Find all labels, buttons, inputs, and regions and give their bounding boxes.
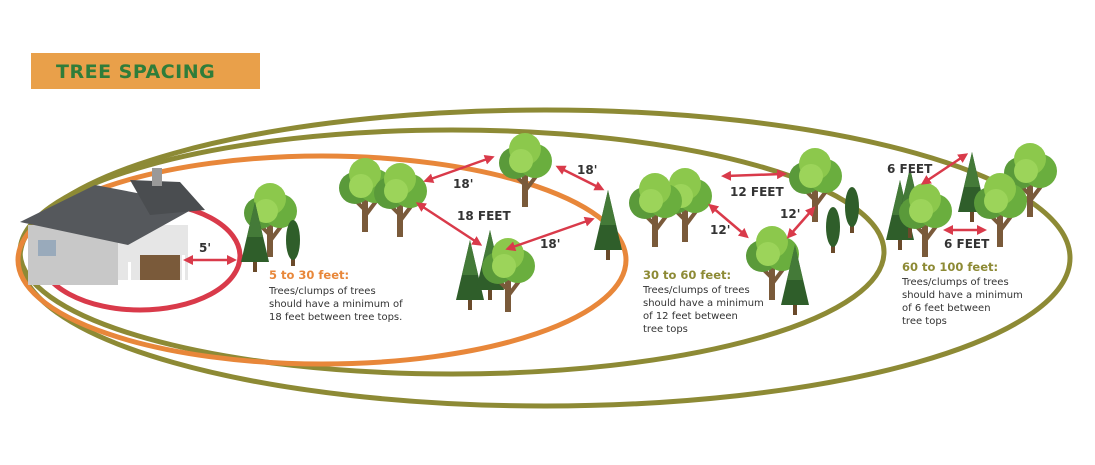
- zone2-description: 30 to 60 feet: Trees/clumps of trees sho…: [642, 268, 764, 335]
- zone2-line: Trees/clumps of trees: [642, 285, 750, 296]
- ring-30ft: [15, 153, 629, 367]
- zone1-line: 18 feet between tree tops.: [269, 312, 402, 323]
- zone3-heading: 60 to 100 feet:: [902, 260, 998, 274]
- arrow-z3-a: [920, 153, 969, 185]
- zone3-line: Trees/clumps of trees: [901, 277, 1009, 288]
- arrow-z1-d: [505, 216, 595, 252]
- label-z3-a: 6 FEET: [887, 162, 933, 176]
- label-z3-b: 6 FEET: [944, 237, 990, 251]
- label-z1-d: 18': [540, 237, 560, 251]
- zone1-line: should have a minimum of: [269, 299, 403, 310]
- zone1-line: Trees/clumps of trees: [268, 286, 376, 297]
- zone3-line: should have a minimum: [902, 290, 1023, 301]
- label-z1-c: 18 FEET: [457, 209, 511, 223]
- label-z1-b: 18': [577, 163, 597, 177]
- label-house-distance: 5': [199, 241, 211, 255]
- zone1-description: 5 to 30 feet: Trees/clumps of trees shou…: [268, 268, 403, 323]
- zone2-line: of 12 feet between: [643, 311, 738, 322]
- arrow-z1-c: [415, 202, 483, 246]
- label-z1-a: 18': [453, 177, 473, 191]
- zone2-line: tree tops: [643, 324, 688, 335]
- zone1-heading: 5 to 30 feet:: [269, 268, 349, 282]
- zone3-line: tree tops: [902, 316, 947, 327]
- zone2-heading: 30 to 60 feet:: [643, 268, 731, 282]
- zone3-description: 60 to 100 feet: Trees/clumps of trees sh…: [901, 260, 1023, 327]
- label-z2-b: 12': [710, 223, 730, 237]
- label-z2-a: 12 FEET: [730, 185, 784, 199]
- zone2-line: should have a minimum: [643, 298, 764, 309]
- house-illustration: [20, 168, 205, 297]
- arrow-z2-b: [708, 203, 749, 239]
- arrow-z1-b: [555, 165, 605, 191]
- label-z2-c: 12': [780, 207, 800, 221]
- zone3-line: of 6 feet between: [902, 303, 991, 314]
- arrow-z2-a: [721, 169, 787, 181]
- title-banner: TREE SPACING: [31, 53, 260, 89]
- arrow-z1-a: [423, 154, 495, 184]
- arrow-z2-c: [786, 206, 816, 239]
- title-text: TREE SPACING: [56, 61, 215, 83]
